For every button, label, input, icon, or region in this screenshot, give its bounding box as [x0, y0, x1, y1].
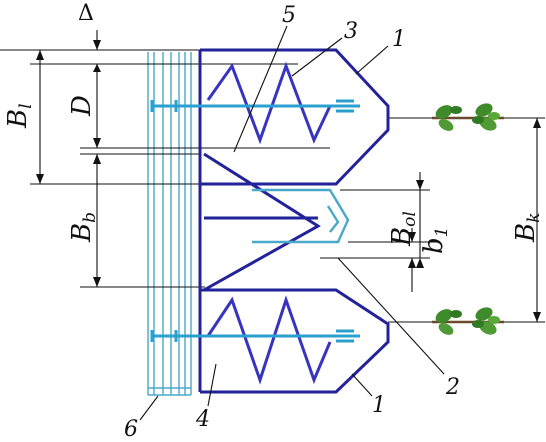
b1-label: b1 [419, 227, 452, 254]
svg-text:b1: b1 [419, 227, 452, 254]
svg-text:Bl: Bl [3, 103, 36, 129]
b-l-main: B [3, 109, 33, 129]
b-l-label: Bl [3, 103, 36, 129]
lower-coil-4 [150, 295, 360, 385]
frame-6 [147, 52, 192, 396]
callout-4: 4 [195, 407, 210, 432]
callout-2: 2 [445, 375, 460, 400]
dimension-lines [0, 30, 330, 288]
b-k-label: Bk [511, 213, 544, 243]
b-k-main: B [511, 223, 541, 243]
svg-text:Bk: Bk [511, 213, 544, 243]
b-ol-sub: ol [400, 211, 420, 227]
upper-coil-3 [150, 61, 360, 145]
plant-icon [432, 307, 504, 335]
d-text: D [67, 95, 97, 117]
b-b-main: B [67, 223, 97, 243]
scraper-2 [252, 188, 350, 244]
wedge-5 [203, 152, 321, 292]
b-l-sub: l [16, 103, 36, 108]
callout-6: 6 [124, 417, 138, 442]
b-b-sub: b [80, 212, 100, 223]
leader-lines [139, 25, 445, 421]
b-b-label: Bb [67, 212, 100, 243]
b-ol-label: Bol [387, 211, 420, 247]
callout-3: 3 [344, 19, 358, 44]
svg-text:Bol: Bol [387, 211, 420, 247]
callout-5: 5 [282, 3, 296, 28]
d-label: D [67, 95, 97, 117]
callout-1-top: 1 [392, 27, 406, 52]
b1-main: b [419, 237, 449, 254]
svg-text:Bb: Bb [67, 212, 100, 243]
b1-sub: 1 [432, 227, 452, 238]
lower-body-1 [200, 288, 390, 394]
b-k-sub: k [524, 213, 544, 223]
plant-icon [432, 103, 504, 131]
delta-label: Δ [78, 1, 94, 26]
callout-1-bottom: 1 [372, 393, 386, 418]
upper-body-1 [200, 48, 390, 186]
b-ol-main: B [387, 227, 417, 247]
right-dimension-lines [320, 117, 545, 323]
